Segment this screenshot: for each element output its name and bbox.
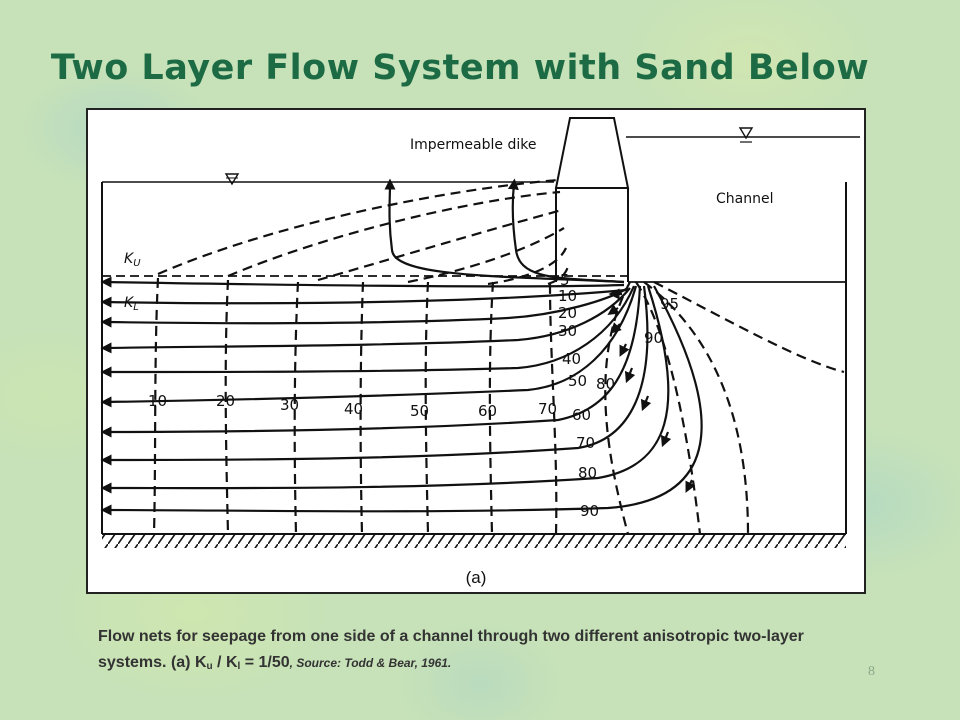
caption-text-2: / K — [212, 654, 238, 671]
flow-line — [507, 178, 625, 284]
impermeable-dike — [554, 117, 630, 282]
streamline-label: 90 — [580, 502, 599, 520]
equipotential-label: 10 — [148, 392, 167, 410]
equipotential-label: 60 — [478, 402, 497, 420]
equipotential-label: 20 — [216, 392, 235, 410]
panel-label: (a) — [465, 568, 487, 587]
equipotential-line — [653, 281, 845, 374]
flow-line — [100, 288, 627, 308]
flow-line — [100, 285, 638, 408]
equipotential-line — [227, 190, 561, 278]
water-table-left-icon — [224, 173, 240, 186]
channel-label: Channel — [716, 191, 773, 207]
equipotential-labels-bottom: 10 20 30 40 50 60 70 — [148, 392, 557, 420]
equipotential-line — [604, 281, 631, 535]
annotations: Impermeable dike Channel KU KL — [124, 137, 773, 313]
streamline-labels: 5 10 20 30 40 50 60 70 80 90 — [558, 271, 599, 520]
page-number: 8 — [868, 664, 875, 679]
slide-title: Two Layer Flow System with Sand Below — [50, 48, 870, 88]
equipotential-line — [157, 178, 559, 276]
caption-text: Flow nets for seepage from one side of a… — [98, 628, 804, 671]
equipotential-label: 95 — [660, 295, 679, 313]
equipotential-label: 80 — [596, 375, 615, 393]
streamline-label: 30 — [558, 322, 577, 340]
streamline-label: 50 — [568, 372, 587, 390]
equipotential-line — [152, 277, 160, 535]
equipotential-label: 40 — [344, 400, 363, 418]
equipotential-line — [487, 247, 568, 286]
streamline-label: 60 — [572, 406, 591, 424]
lower-conductivity-label: KL — [124, 295, 139, 313]
flow-line — [100, 287, 631, 354]
flow-line — [384, 178, 625, 284]
streamline-label: 10 — [558, 287, 577, 305]
equipotential-line — [635, 281, 702, 535]
impermeable-base — [102, 533, 846, 548]
flow-net-figure: Impermeable dike Channel KU KL 10 20 30 … — [86, 108, 866, 594]
equipotential-line — [547, 265, 570, 286]
flow-line — [100, 285, 636, 378]
caption-source: , Source: Todd & Bear, 1961. — [289, 656, 452, 670]
streamline-label: 40 — [562, 350, 581, 368]
equipotential-lines — [152, 178, 845, 535]
caption-subscript-l: l — [237, 661, 241, 672]
flow-line — [100, 285, 703, 516]
streamline-label: 70 — [576, 434, 595, 452]
equipotential-label: 50 — [410, 402, 429, 420]
caption-ratio: = 1/50 — [240, 654, 290, 671]
flow-line — [100, 276, 625, 288]
flow-line — [100, 287, 629, 328]
streamline-label: 80 — [578, 464, 597, 482]
equipotential-label: 70 — [538, 400, 557, 418]
equipotential-labels-right: 95 90 80 — [596, 295, 679, 393]
streamline-label: 5 — [560, 271, 570, 289]
flow-lines — [100, 276, 703, 516]
flow-net-diagram: Impermeable dike Channel KU KL 10 20 30 … — [100, 117, 860, 548]
equipotential-label: 90 — [644, 329, 663, 347]
equipotential-label: 30 — [280, 396, 299, 414]
flow-line — [100, 285, 649, 466]
figure-caption: Flow nets for seepage from one side of a… — [98, 624, 858, 680]
equipotential-line — [317, 208, 563, 282]
water-table-right-icon — [738, 127, 754, 143]
streamline-label: 20 — [558, 304, 577, 322]
caption-subscript-u: u — [206, 661, 213, 672]
flow-line — [100, 285, 670, 494]
equipotential-line — [407, 227, 565, 284]
upper-conductivity-label: KU — [124, 251, 141, 269]
dike-label: Impermeable dike — [410, 137, 536, 153]
structure — [101, 136, 860, 534]
upper-flow-lines — [384, 178, 625, 284]
flow-line — [100, 285, 642, 438]
